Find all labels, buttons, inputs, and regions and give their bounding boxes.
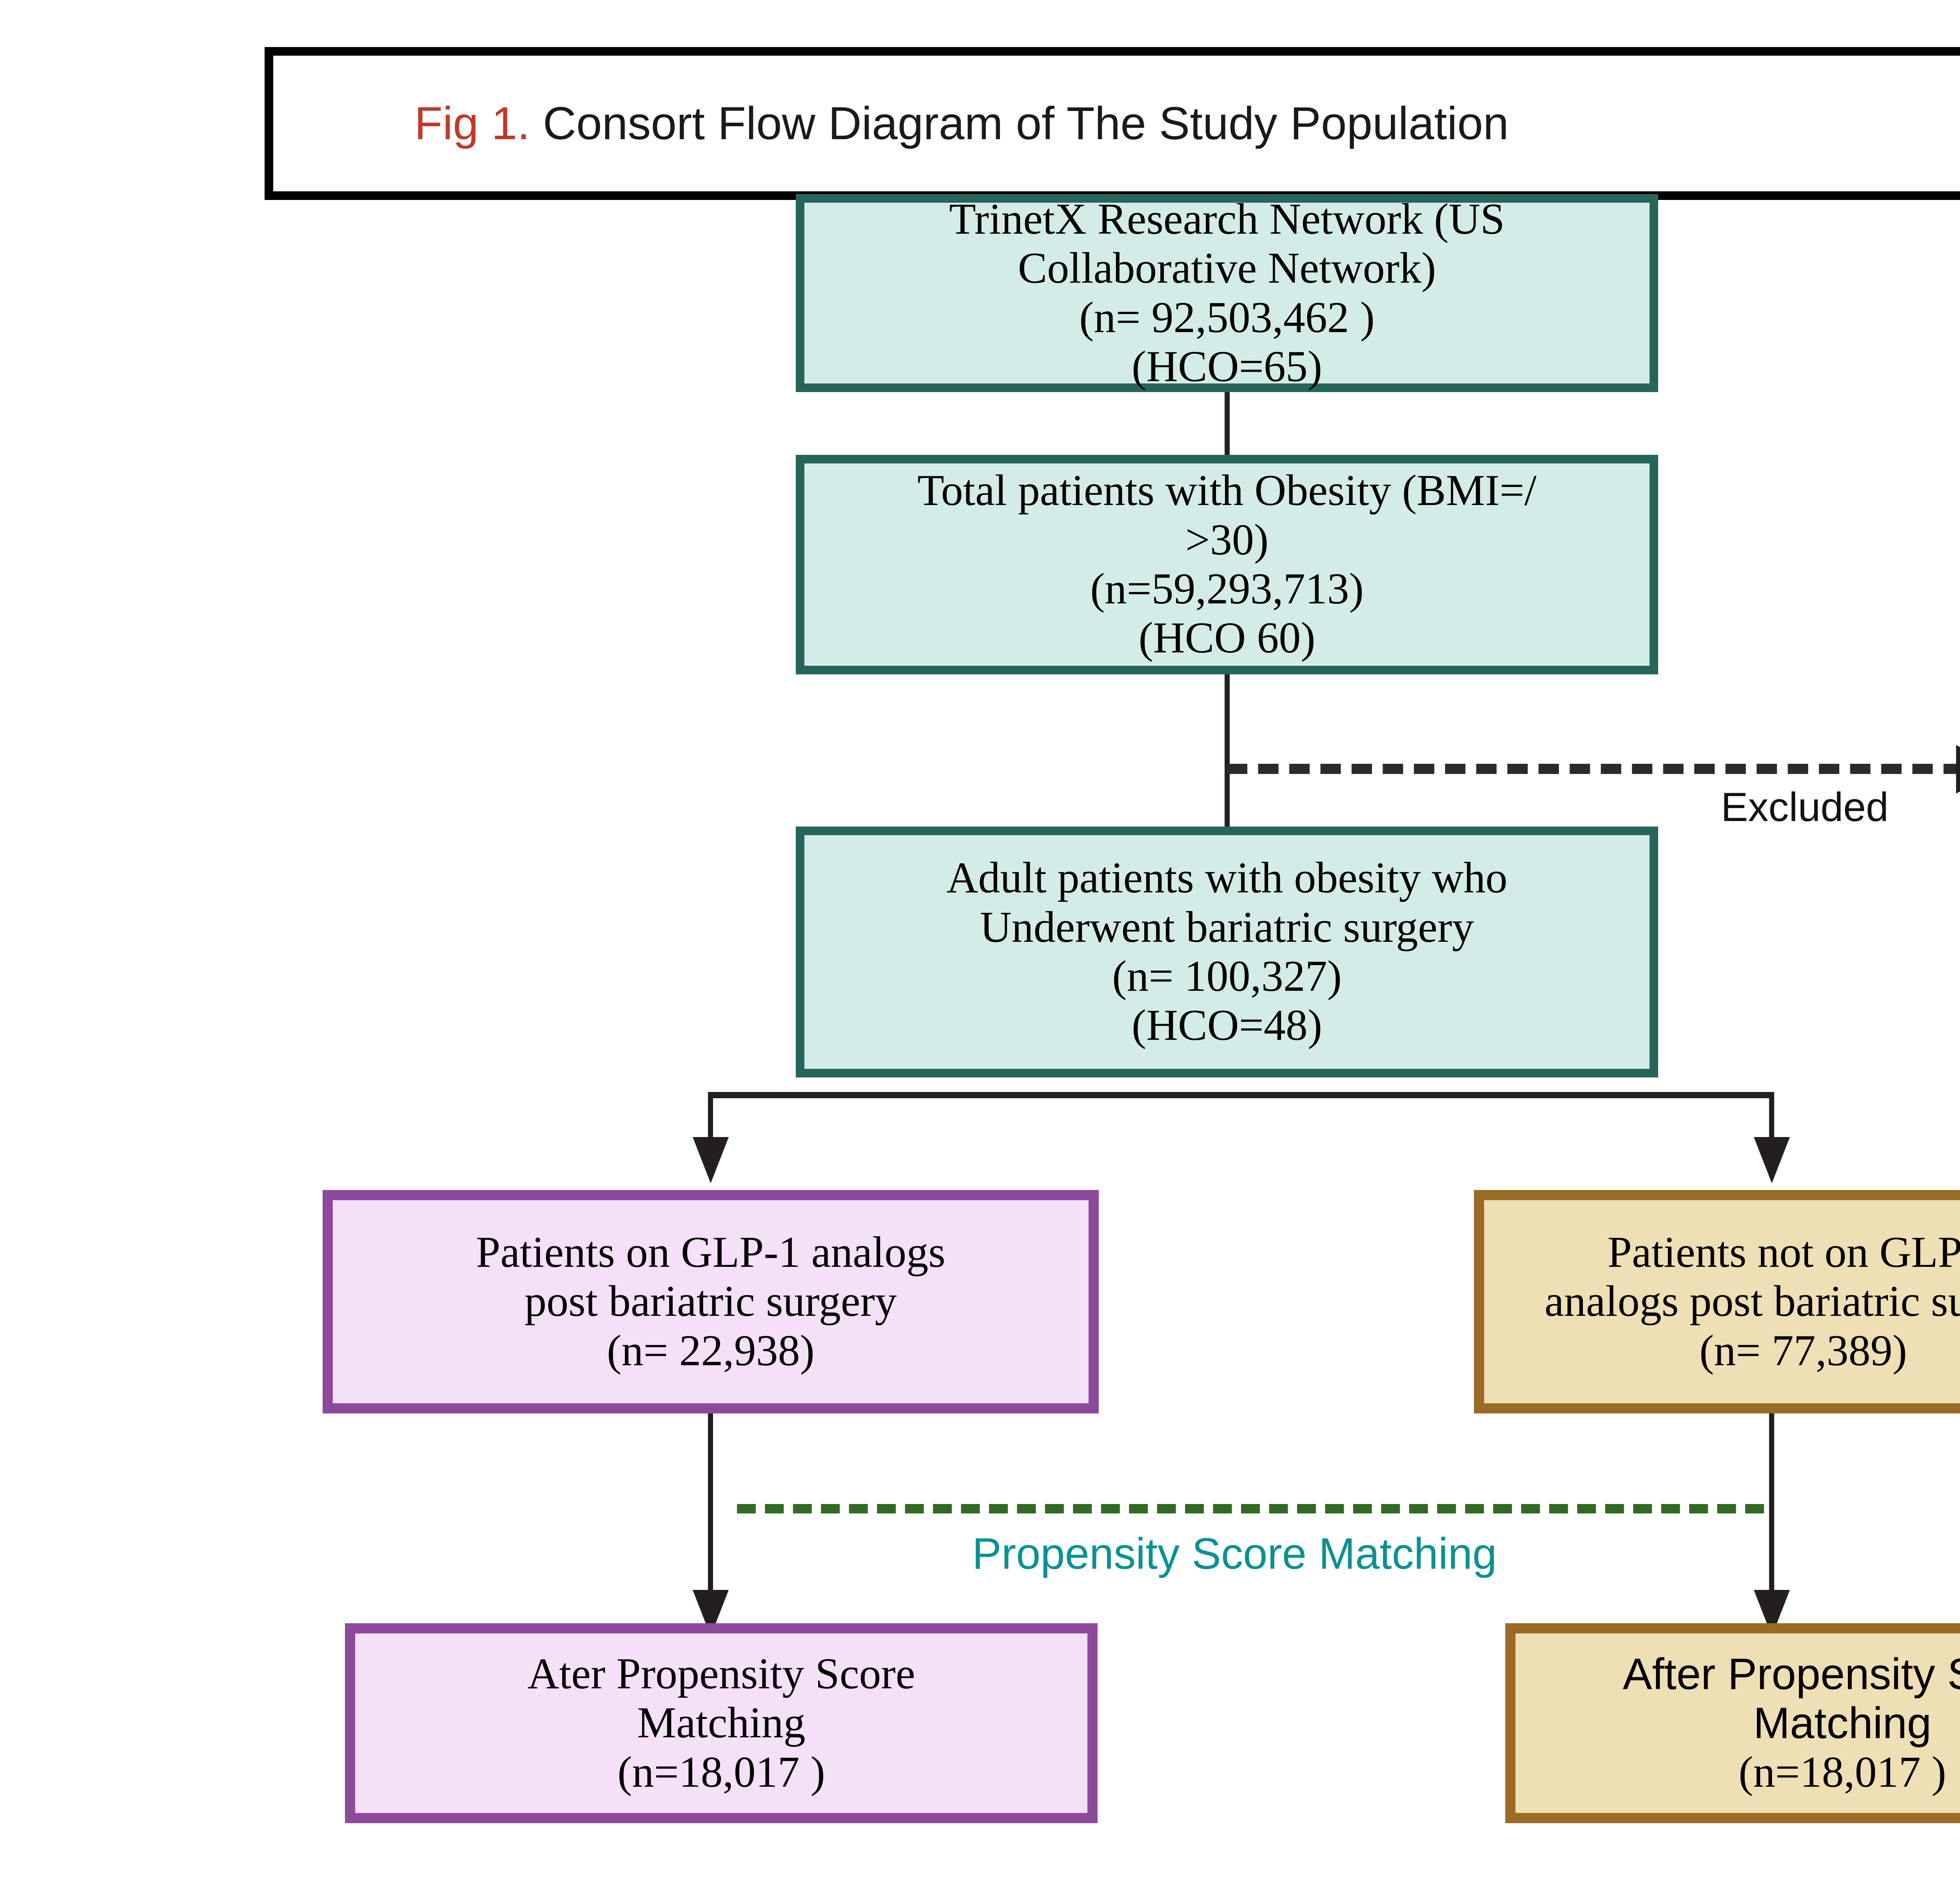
figure-title: Fig 1. Consort Flow Diagram of The Study… [414,100,1509,147]
figure-title-box: Fig 1. Consort Flow Diagram of The Study… [265,47,1960,200]
node-glp1-line-1: Patients on GLP-1 analogs [476,1228,946,1277]
node-total-obesity: Total patients with Obesity (BMI=/ >30) … [796,455,1658,674]
connector-obesity-to-surgery [1225,674,1230,828]
node-trinetx-source: TrinetX Research Network (US Collaborati… [796,194,1658,392]
node-surgery-count: (n= 100,327) [1112,952,1342,1001]
arrowhead-to-glp1-icon [693,1137,729,1183]
node-psm-left-line-2: Matching [637,1699,806,1748]
node-obesity-line-2: >30) [1185,515,1269,564]
node-trinetx-count: (n= 92,503,462 ) [1079,293,1375,342]
node-psm-left-count: (n=18,017 ) [617,1748,825,1797]
node-noglp1-line-2: analogs post bariatric surgery [1544,1277,1960,1326]
propensity-score-matching-label: Propensity Score Matching [972,1529,1497,1578]
node-psm-right-count: (n=18,017 ) [1739,1748,1946,1797]
node-psm-glp1: Ater Propensity Score Matching (n=18,017… [345,1623,1098,1823]
connector-split-right-stem [1769,1092,1774,1140]
node-on-glp1-analogs: Patients on GLP-1 analogs post bariatric… [323,1190,1099,1413]
propensity-score-matching-divider [737,1504,1764,1513]
node-surgery-hco: (HCO=48) [1131,1001,1323,1050]
node-not-on-glp1-analogs: Patients not on GLP-1 analogs post baria… [1474,1190,1960,1413]
connector-split-left-stem [708,1092,713,1140]
connector-source-to-obesity [1225,392,1230,456]
node-surgery-line-2: Underwent bariatric surgery [980,903,1474,952]
arrowhead-to-no-glp1-icon [1754,1137,1790,1183]
arrowhead-excluded-icon [1956,745,1960,794]
connector-noglp1-to-psm [1769,1413,1774,1617]
node-trinetx-line-2: Collaborative Network) [1018,244,1436,293]
node-psm-right-line-1: After Propensity Score [1622,1649,1960,1699]
node-obesity-hco: (HCO 60) [1138,614,1316,663]
node-glp1-line-2: post bariatric surgery [524,1277,897,1326]
node-glp1-count: (n= 22,938) [607,1326,815,1375]
node-trinetx-line-1: TrinetX Research Network (US [949,194,1505,243]
connector-split-bar [708,1092,1774,1098]
node-underwent-bariatric-surgery: Adult patients with obesity who Underwen… [796,827,1658,1077]
node-obesity-line-1: Total patients with Obesity (BMI=/ [917,466,1537,515]
connector-glp1-to-psm [708,1413,713,1617]
node-surgery-line-1: Adult patients with obesity who [946,854,1508,903]
figure-title-text: Consort Flow Diagram of The Study Popula… [530,98,1509,149]
node-trinetx-hco: (HCO=65) [1131,342,1323,391]
connector-excluded-dashed [1227,764,1960,774]
figure-number-label: Fig 1. [414,98,530,149]
node-noglp1-count: (n= 77,389) [1699,1326,1907,1375]
node-psm-no-glp1: After Propensity Score Matching (n=18,01… [1505,1623,1960,1823]
node-noglp1-line-1: Patients not on GLP-1 [1607,1228,1960,1277]
node-psm-right-line-2: Matching [1753,1699,1932,1748]
edge-label-excluded: Excluded [1721,785,1889,830]
node-psm-left-line-1: Ater Propensity Score [527,1649,915,1698]
node-obesity-count: (n=59,293,713) [1090,565,1364,613]
